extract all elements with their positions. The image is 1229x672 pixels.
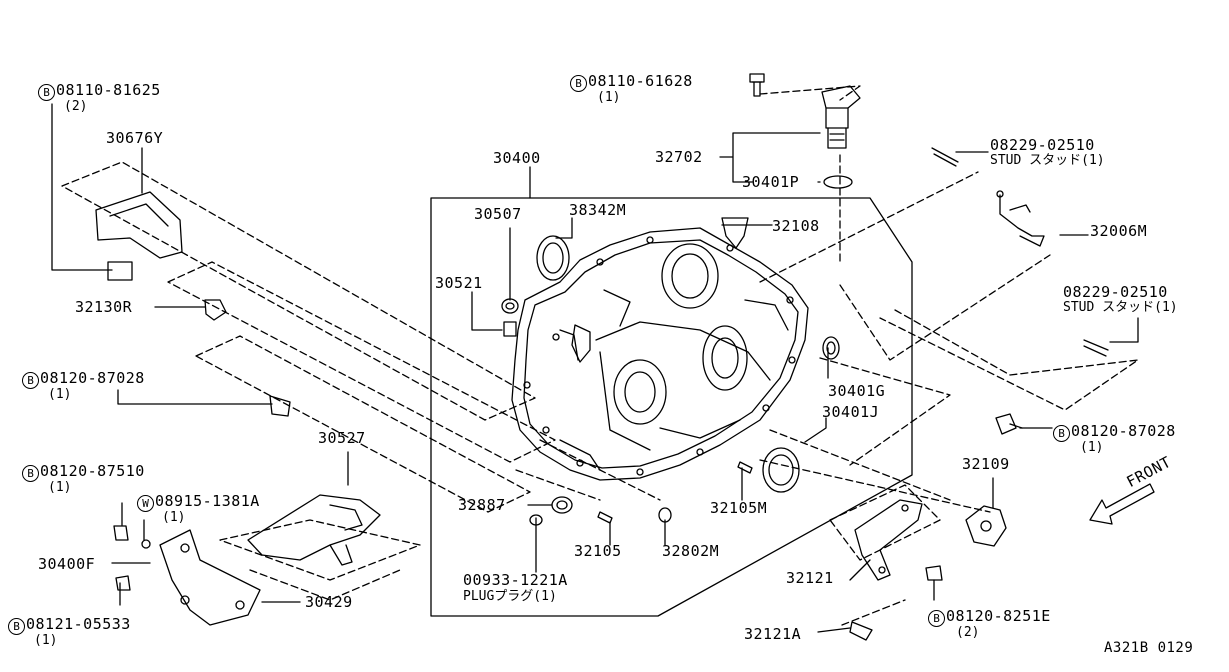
bolt-qty-08121-05533: (1) (34, 633, 58, 648)
stud-desc-b: STUD スタッド(1) (1063, 300, 1178, 315)
bolt-qty-08120-87028-right: (1) (1080, 440, 1104, 455)
stud-number-a: 08229-02510 (990, 136, 1095, 154)
part-label-30507: 30507 (474, 205, 522, 223)
stud-number-b: 08229-02510 (1063, 283, 1168, 301)
speedometer-gear-32702 (821, 85, 861, 149)
part-label-30521: 30521 (435, 274, 483, 292)
transmission-case (511, 227, 809, 481)
part-label-30400: 30400 (493, 149, 541, 167)
bolt-08120-87510 (113, 525, 129, 541)
bracket-30429 (159, 529, 261, 626)
washer-qty-08915-1381a: (1) (162, 510, 186, 525)
part-label-30429: 30429 (305, 593, 353, 611)
part-label-32105m: 32105M (710, 499, 768, 517)
part-label-32109: 32109 (962, 455, 1010, 473)
part-32108 (721, 217, 749, 249)
bolt-qty-08120-87510: (1) (48, 480, 72, 495)
bolt-qty-08110-81625: (2) (64, 99, 88, 114)
plug-number: 00933-1221A (463, 571, 568, 589)
part-label-30401g: 30401G (828, 382, 886, 400)
diagram-reference: A321B 0129 (1104, 640, 1194, 656)
part-label-30676y: 30676Y (106, 129, 164, 147)
part-label-32130r: 32130R (75, 298, 133, 316)
bolt-08120-8251e (925, 565, 943, 581)
part-label-38342m: 38342M (569, 201, 627, 219)
bolt-qty-08120-8251e: (2) (956, 625, 980, 640)
part-label-32108: 32108 (772, 217, 820, 235)
part-30521 (503, 321, 517, 337)
part-32887 (551, 496, 573, 514)
part-label-30527: 30527 (318, 429, 366, 447)
sensor-32006m (996, 190, 1045, 247)
part-32802m (658, 507, 672, 523)
bolt-qty-08110-61628: (1) (597, 90, 621, 105)
pin-32105 (597, 511, 613, 524)
bolt-08121-05533 (115, 575, 131, 591)
bolt-32130r (204, 299, 227, 321)
pin-32105m (737, 461, 753, 474)
o-ring-30401p (823, 175, 853, 189)
part-32109 (965, 505, 1007, 547)
bolt-08110-61628 (749, 73, 765, 97)
part-label-32105: 32105 (574, 542, 622, 560)
seal-30401j (762, 447, 800, 493)
part-label-32702: 32702 (655, 148, 703, 166)
part-label-32006m: 32006M (1090, 222, 1148, 240)
stud-08229-02510-b (1083, 339, 1109, 357)
part-label-30401p: 30401P (742, 173, 800, 191)
seal-30401g (822, 336, 840, 360)
part-label-30400f: 30400F (38, 555, 96, 573)
part-label-32121a: 32121A (744, 625, 802, 643)
bracket-30527 (247, 494, 381, 566)
bracket-32121 (854, 499, 923, 581)
seal-38342m (536, 235, 570, 281)
part-label-32802m: 32802M (662, 542, 720, 560)
plug-desc: PLUGプラグ(1) (463, 589, 557, 604)
bolt-08120-87028-right (995, 413, 1023, 435)
part-label-30401j: 30401J (822, 403, 880, 421)
part-label-32887: 32887 (458, 496, 506, 514)
part-label-32121: 32121 (786, 569, 834, 587)
assembly-boundary (430, 197, 913, 617)
part-30507 (501, 298, 519, 314)
front-arrow-icon (1089, 483, 1155, 525)
stud-08229-02510-a (931, 147, 959, 167)
plug-00933-1221a (529, 514, 543, 526)
stud-desc-a: STUD スタッド(1) (990, 153, 1105, 168)
washer-08915-1381a (141, 539, 151, 549)
bolt-qty-08120-87028-left: (1) (48, 387, 72, 402)
bolt-32121a (849, 621, 873, 641)
bolt-08120-87028-left (269, 395, 291, 417)
bracket-30676y (95, 191, 183, 281)
